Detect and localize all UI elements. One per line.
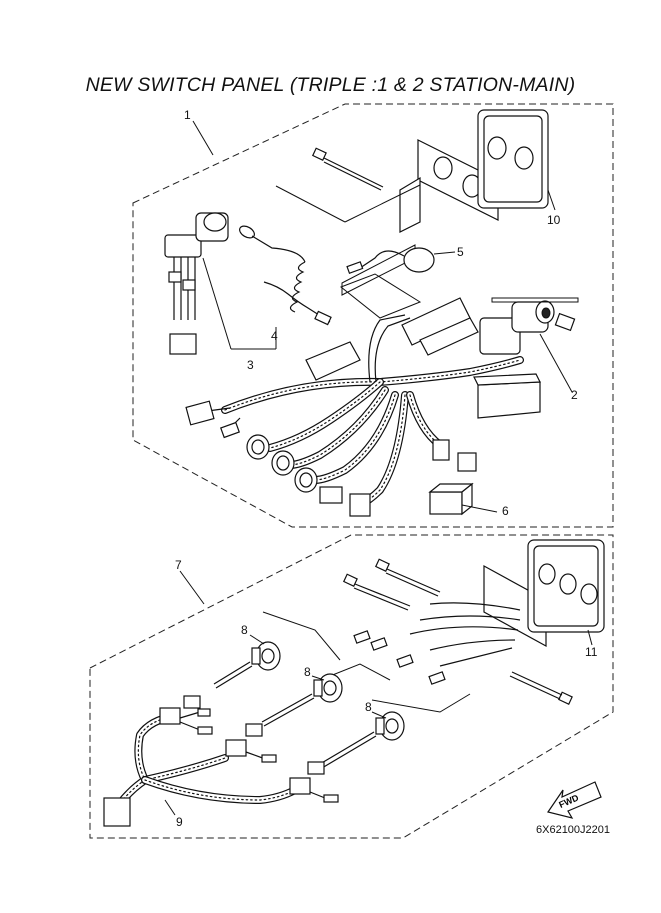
callout-3: 3	[247, 358, 254, 372]
relay-6	[428, 482, 498, 516]
assembly-7-group: FWD	[89, 534, 614, 839]
callout-8a: 8	[241, 623, 248, 637]
panel-bracket	[275, 139, 499, 233]
fwd-arrow-icon: FWD	[547, 781, 602, 819]
main-key-switch-2	[479, 297, 579, 393]
lanyard-cord-4	[239, 225, 332, 326]
cable-ties-lower	[342, 558, 573, 705]
callout-8b: 8	[304, 665, 311, 679]
harness-9	[103, 695, 339, 827]
buzzer-5	[341, 244, 456, 296]
callout-2: 2	[571, 388, 578, 402]
round-connector-8a	[213, 634, 281, 689]
round-connector-8b	[261, 673, 343, 727]
connector-blocks	[305, 273, 541, 419]
callout-1: 1	[184, 108, 191, 122]
round-connectors	[246, 434, 318, 493]
callout-5: 5	[457, 245, 464, 259]
cover-plate-11	[483, 539, 605, 648]
panel-wiring	[262, 602, 521, 713]
callout-10: 10	[547, 213, 561, 227]
diagram-code: 6X62100J2201	[536, 824, 610, 836]
assembly-7-boundary	[89, 534, 614, 839]
assembly-1-boundary	[132, 103, 614, 528]
assembly-1-group	[132, 103, 614, 528]
small-connectors	[185, 400, 477, 517]
callout-9: 9	[176, 815, 183, 829]
cable-tie-top	[311, 147, 384, 191]
callout-4: 4	[271, 329, 278, 343]
key-switch-assembly-3	[164, 212, 277, 355]
page-title: NEW SWITCH PANEL (TRIPLE :1 & 2 STATION-…	[85, 74, 576, 96]
cover-plate-10	[477, 109, 556, 211]
callout-6: 6	[502, 504, 509, 518]
callout-8c: 8	[365, 700, 372, 714]
callout-7: 7	[175, 558, 182, 572]
round-connector-8c	[319, 711, 405, 769]
main-wire-harness	[199, 314, 524, 509]
callout-11: 11	[585, 645, 598, 659]
